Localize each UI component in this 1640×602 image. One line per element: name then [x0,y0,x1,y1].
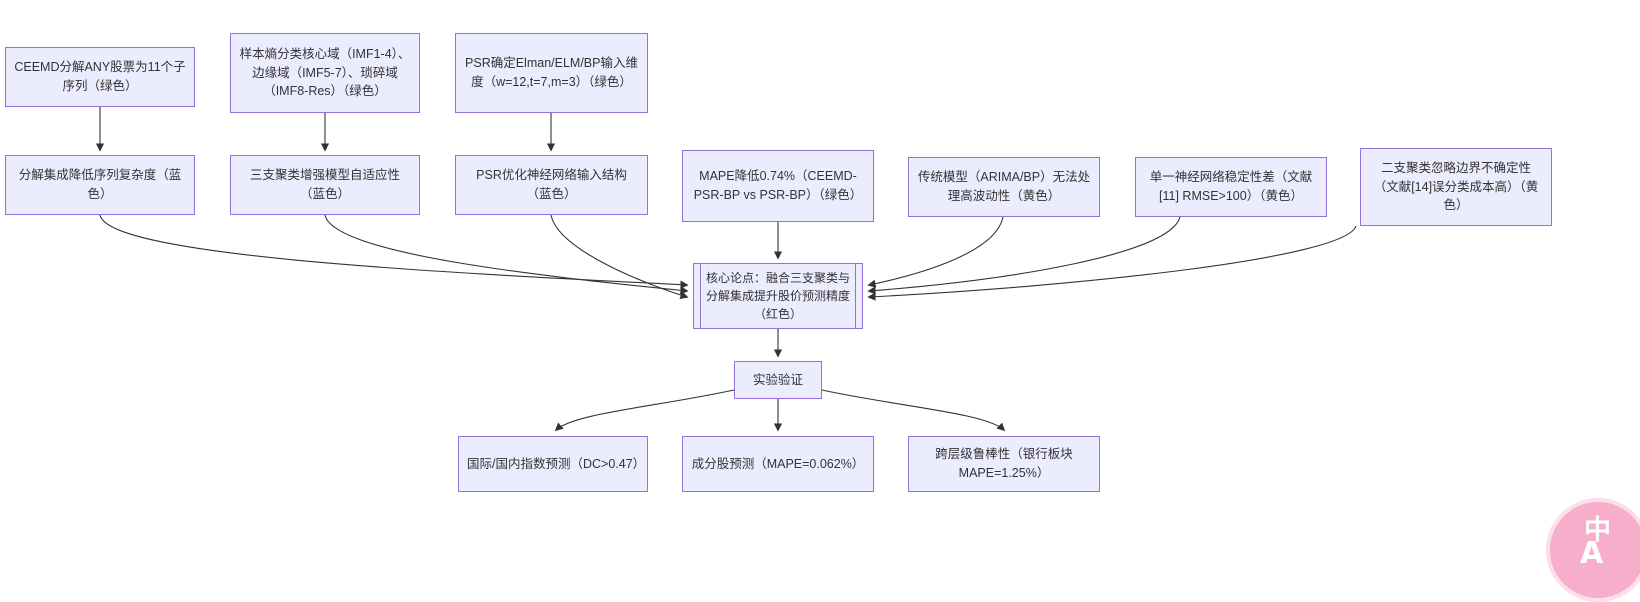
node-psr-optimized-structure: PSR优化神经网络输入结构（蓝色） [455,155,648,215]
node-ceemd-decomposition: CEEMD分解ANY股票为11个子序列（绿色） [5,47,195,107]
node-two-way-clustering-limit: 二支聚类忽略边界不确定性（文献[14]误分类成本高）（黄色） [1360,148,1552,226]
edge-exp-robust [821,389,1006,432]
node-constituent-stock-result: 成分股预测（MAPE=0.062%） [682,436,874,492]
node-core-thesis: 核心论点：融合三支聚类与分解集成提升股价预测精度（红色） [693,263,863,329]
node-mape-reduction: MAPE降低0.74%（CEEMD-PSR-BP vs PSR-BP）（绿色） [682,150,874,222]
edge-single-core [867,216,1181,295]
edge-decomp-core [99,214,689,289]
node-traditional-model-limit: 传统模型（ARIMA/BP）无法处理高波动性（黄色） [908,157,1100,217]
node-decomposition-complexity: 分解集成降低序列复杂度（蓝色） [5,155,195,215]
node-experiment-validation: 实验验证 [734,361,822,399]
flowchart-canvas: CEEMD分解ANY股票为11个子序列（绿色） 样本熵分类核心域（IMF1-4）… [5,33,1640,602]
edge-psropt-core [550,214,689,299]
edge-threeway-core [324,214,689,295]
node-sample-entropy-domains: 样本熵分类核心域（IMF1-4）、边缘域（IMF5-7）、琐碎域（IMF8-Re… [230,33,420,113]
node-three-way-clustering: 三支聚类增强模型自适应性（蓝色） [230,155,420,215]
translate-zh-glyph: 中 [1584,515,1611,546]
node-cross-level-robustness: 跨层级鲁棒性（银行板块MAPE=1.25%） [908,436,1100,492]
node-single-network-instability: 单一神经网络稳定性差（文献[11] RMSE>100）（黄色） [1135,157,1327,217]
edge-trad-core [867,216,1004,288]
translate-en-glyph: A [1580,536,1604,571]
edge-exp-index [554,389,735,432]
node-index-forecast-result: 国际/国内指数预测（DC>0.47） [458,436,648,492]
edge-twoway-core [867,225,1357,301]
node-psr-input-dimension: PSR确定Elman/ELM/BP输入维度（w=12,t=7,m=3）（绿色） [455,33,648,113]
translate-badge-button[interactable]: 中 A [1546,498,1640,602]
